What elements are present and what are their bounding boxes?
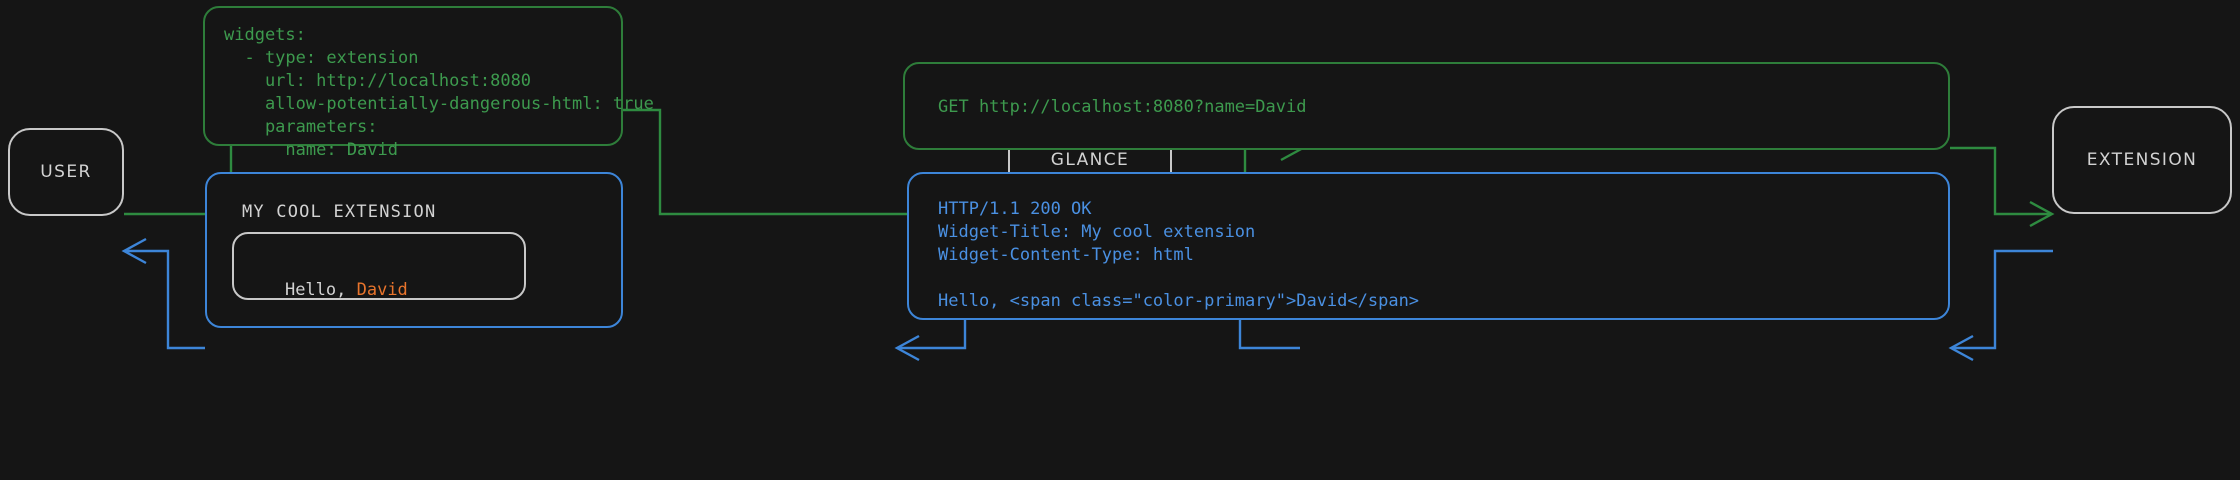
message-http-request — [903, 62, 1950, 150]
node-extension[interactable]: EXTENSION — [2052, 106, 2232, 214]
arrowhead-glance-to-widget — [894, 334, 920, 362]
arrowhead-extension-to-response — [1948, 334, 1974, 362]
arrowhead-request-to-extension — [2029, 200, 2055, 228]
rendered-widget-body-highlight: David — [356, 280, 408, 300]
wire-extension-to-response — [1952, 249, 2053, 350]
http-response-text: HTTP/1.1 200 OK Widget-Title: My cool ex… — [938, 199, 1420, 311]
node-user[interactable]: USER — [8, 128, 124, 216]
wire-request-to-extension — [1950, 146, 2051, 216]
node-extension-label: EXTENSION — [2086, 150, 2198, 170]
message-http-response — [907, 172, 1950, 320]
node-user-label: USER — [40, 162, 92, 182]
rendered-widget-title: MY COOL EXTENSION — [242, 202, 437, 222]
rendered-widget-body: Hello, David — [244, 256, 408, 325]
rendered-widget-body-prefix: Hello, — [284, 280, 357, 300]
message-config-yaml — [203, 6, 623, 146]
node-glance-label: GLANCE — [1050, 150, 1130, 170]
wire-widget-to-user — [125, 249, 205, 350]
arrowhead-widget-to-user — [121, 237, 147, 265]
rendered-widget-card — [232, 232, 526, 300]
config-yaml-text: widgets: - type: extension url: http://l… — [224, 25, 654, 160]
http-request-text: GET http://localhost:8080?name=David — [938, 97, 1307, 117]
